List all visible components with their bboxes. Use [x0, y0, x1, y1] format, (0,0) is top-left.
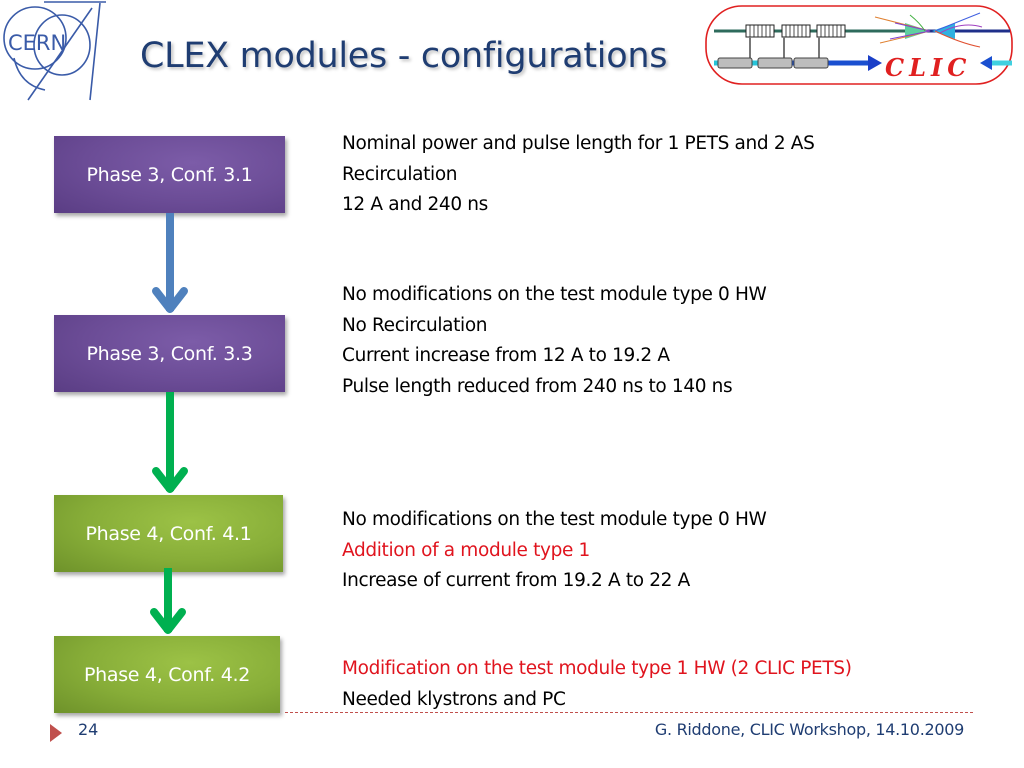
page-number: 24: [78, 720, 99, 739]
description-line: No modifications on the test module type…: [342, 284, 767, 305]
description-conf-3-1: Nominal power and pulse length for 1 PET…: [342, 129, 815, 221]
description-line: 12 A and 240 ns: [342, 194, 488, 215]
phase-box-label: Phase 3, Conf. 3.1: [86, 163, 253, 186]
description-line: No Recirculation: [342, 314, 488, 336]
phase-box-label: Phase 3, Conf. 3.3: [86, 342, 253, 365]
description-conf-4-1: No modifications on the test module type…: [342, 505, 767, 597]
triangle-right-icon: [50, 724, 62, 742]
description-conf-4-2: Modification on the test module type 1 H…: [342, 654, 852, 715]
clic-logo-text: CLIC: [885, 53, 971, 82]
description-line: Nominal power and pulse length for 1 PET…: [342, 133, 815, 154]
description-line-highlight: Addition of a module type 1: [342, 539, 590, 561]
arrow-down-icon: [152, 392, 188, 493]
phase-box-label: Phase 4, Conf. 4.2: [83, 663, 251, 686]
description-line-highlight: Modification on the test module type 1 H…: [342, 658, 852, 679]
phase-box-conf-4-1: Phase 4, Conf. 4.1: [54, 495, 283, 572]
phase-box-conf-3-1: Phase 3, Conf. 3.1: [54, 136, 285, 213]
description-line: Increase of current from 19.2 A to 22 A: [342, 570, 690, 591]
description-line: Recirculation: [342, 163, 458, 185]
arrow-down-icon: [152, 213, 188, 313]
description-line: Current increase from 12 A to 19.2 A: [342, 345, 670, 366]
description-line: No modifications on the test module type…: [342, 509, 767, 530]
footer-divider: [285, 712, 973, 713]
phase-box-conf-3-3: Phase 3, Conf. 3.3: [54, 315, 285, 392]
arrow-down-icon: [150, 568, 186, 634]
clic-logo: CLIC: [705, 5, 1013, 85]
description-line: Pulse length reduced from 240 ns to 140 …: [342, 375, 733, 397]
cern-logo-text: CERN: [8, 31, 66, 55]
description-conf-3-3: No modifications on the test module type…: [342, 280, 767, 402]
description-line: Needed klystrons and PC: [342, 688, 566, 710]
phase-box-conf-4-2: Phase 4, Conf. 4.2: [54, 636, 280, 713]
cern-logo: CERN: [3, 1, 106, 101]
slide-title: CLEX modules - configurations: [140, 36, 668, 76]
footer-author-event-date: G. Riddone, CLIC Workshop, 14.10.2009: [654, 720, 964, 739]
phase-box-label: Phase 4, Conf. 4.1: [85, 522, 252, 545]
